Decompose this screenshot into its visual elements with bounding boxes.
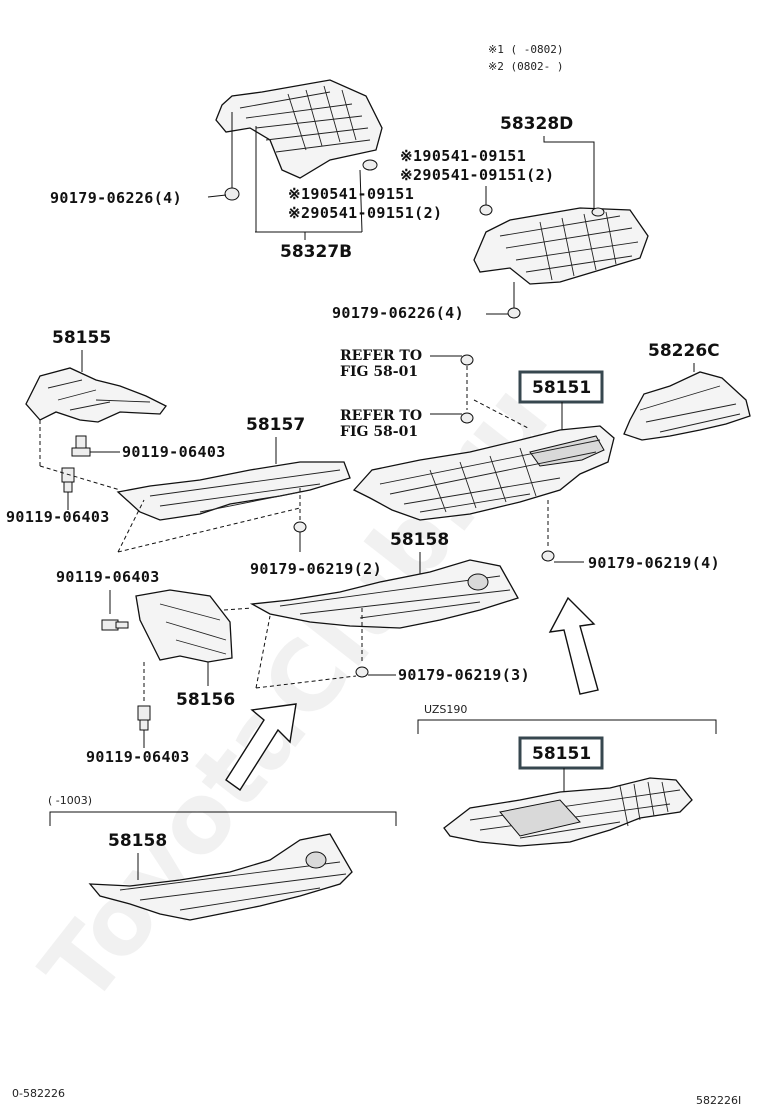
label-90541-09151-b2[interactable]: ※290541-09151(2) <box>400 166 554 184</box>
refer-1-line1[interactable]: REFER TO <box>340 348 422 364</box>
label-58158-mid[interactable]: 58158 <box>390 530 449 550</box>
part-58157-drawing[interactable] <box>116 461 351 521</box>
label-90179-06219-3[interactable]: 90179-06219(3) <box>398 666 530 684</box>
refer-2-line1[interactable]: REFER TO <box>340 408 422 424</box>
bolt-90119-a <box>71 435 91 457</box>
label-90119-06403-a[interactable]: 90119-06403 <box>122 443 226 461</box>
label-90541-09151-a1[interactable]: ※190541-09151 <box>288 185 414 203</box>
footer-right-code: 582226I <box>696 1094 741 1107</box>
label-90541-09151-a2[interactable]: ※290541-09151(2) <box>288 204 442 222</box>
arrow-left-icon <box>225 703 297 791</box>
label-58151-top[interactable]: 58151 <box>532 378 591 398</box>
label-58158-bottom[interactable]: 58158 <box>108 831 167 851</box>
note-1: ※1 ( -0802) <box>488 43 563 56</box>
refer-1-line2[interactable]: FIG 58-01 <box>340 364 418 380</box>
label-58328d[interactable]: 58328D <box>500 114 573 134</box>
label-58157[interactable]: 58157 <box>246 415 305 435</box>
part-58151-top-drawing[interactable] <box>352 425 615 521</box>
label-58155[interactable]: 58155 <box>52 328 111 348</box>
part-58156-drawing[interactable] <box>135 589 233 663</box>
part-58151-bottom-drawing[interactable] <box>443 777 693 847</box>
label-58151-bottom-box[interactable] <box>518 736 604 770</box>
label-58151-top-box[interactable] <box>518 370 604 404</box>
label-90119-06403-c[interactable]: 90119-06403 <box>56 568 160 586</box>
label-58156[interactable]: 58156 <box>176 690 235 710</box>
arrow-right-icon <box>548 596 599 695</box>
part-58226c-drawing[interactable] <box>623 371 751 441</box>
part-58328d-drawing[interactable] <box>473 204 649 285</box>
label-90179-06226-right[interactable]: 90179-06226(4) <box>332 304 464 322</box>
part-58158-bottom-drawing[interactable] <box>88 833 353 921</box>
label-90179-06219-4[interactable]: 90179-06219(4) <box>588 554 720 572</box>
label-90179-06219-2[interactable]: 90179-06219(2) <box>250 560 382 578</box>
refer-2-line2[interactable]: FIG 58-01 <box>340 424 418 440</box>
part-58158-mid-drawing[interactable] <box>249 559 519 629</box>
bolt-90119-b <box>61 467 75 493</box>
label-90119-06403-d[interactable]: 90119-06403 <box>86 748 190 766</box>
part-58327b-drawing[interactable] <box>215 79 383 201</box>
bolt-90119-c <box>101 619 129 631</box>
bolt-90119-d <box>137 705 151 731</box>
label-90541-09151-b1[interactable]: ※190541-09151 <box>400 147 526 165</box>
label-uzs190[interactable]: UZS190 <box>424 703 467 716</box>
label-58151-bottom[interactable]: 58151 <box>532 744 591 764</box>
label-range-1003[interactable]: ( -1003) <box>48 794 92 807</box>
label-90119-06403-b[interactable]: 90119-06403 <box>6 508 110 526</box>
part-58155-drawing[interactable] <box>25 367 167 423</box>
label-90179-06226-top[interactable]: 90179-06226(4) <box>50 189 182 207</box>
label-58327b[interactable]: 58327B <box>280 242 352 262</box>
note-2: ※2 (0802- ) <box>488 60 563 73</box>
footer-left-code: 0-582226 <box>12 1087 65 1100</box>
label-58226c[interactable]: 58226C <box>648 341 720 361</box>
